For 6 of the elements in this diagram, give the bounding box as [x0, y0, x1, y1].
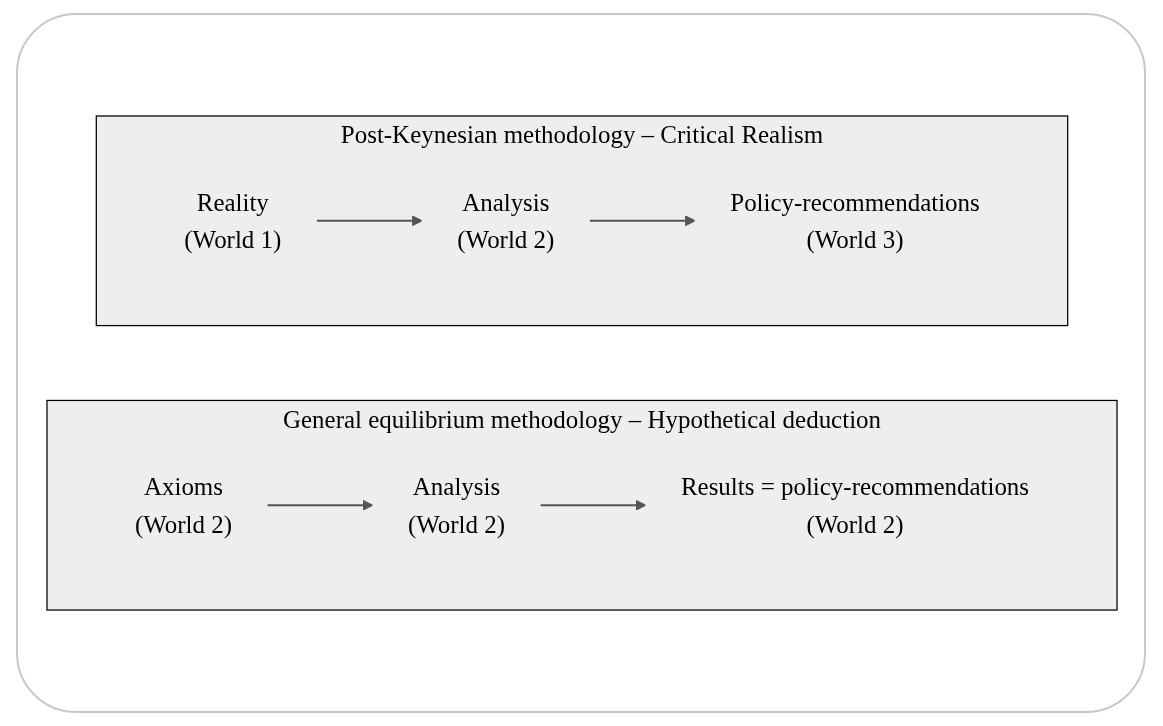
- node-text: Axioms (World 2): [134, 472, 232, 538]
- node-text: Analysis (World 2): [456, 188, 554, 254]
- node-text: Policy-recommendations (World 3): [729, 188, 980, 254]
- node-text: Reality (World 1): [183, 188, 281, 254]
- node-text: Analysis (World 2): [407, 472, 505, 538]
- node-text: Results = policy-recommendations (World 2): [680, 472, 1029, 538]
